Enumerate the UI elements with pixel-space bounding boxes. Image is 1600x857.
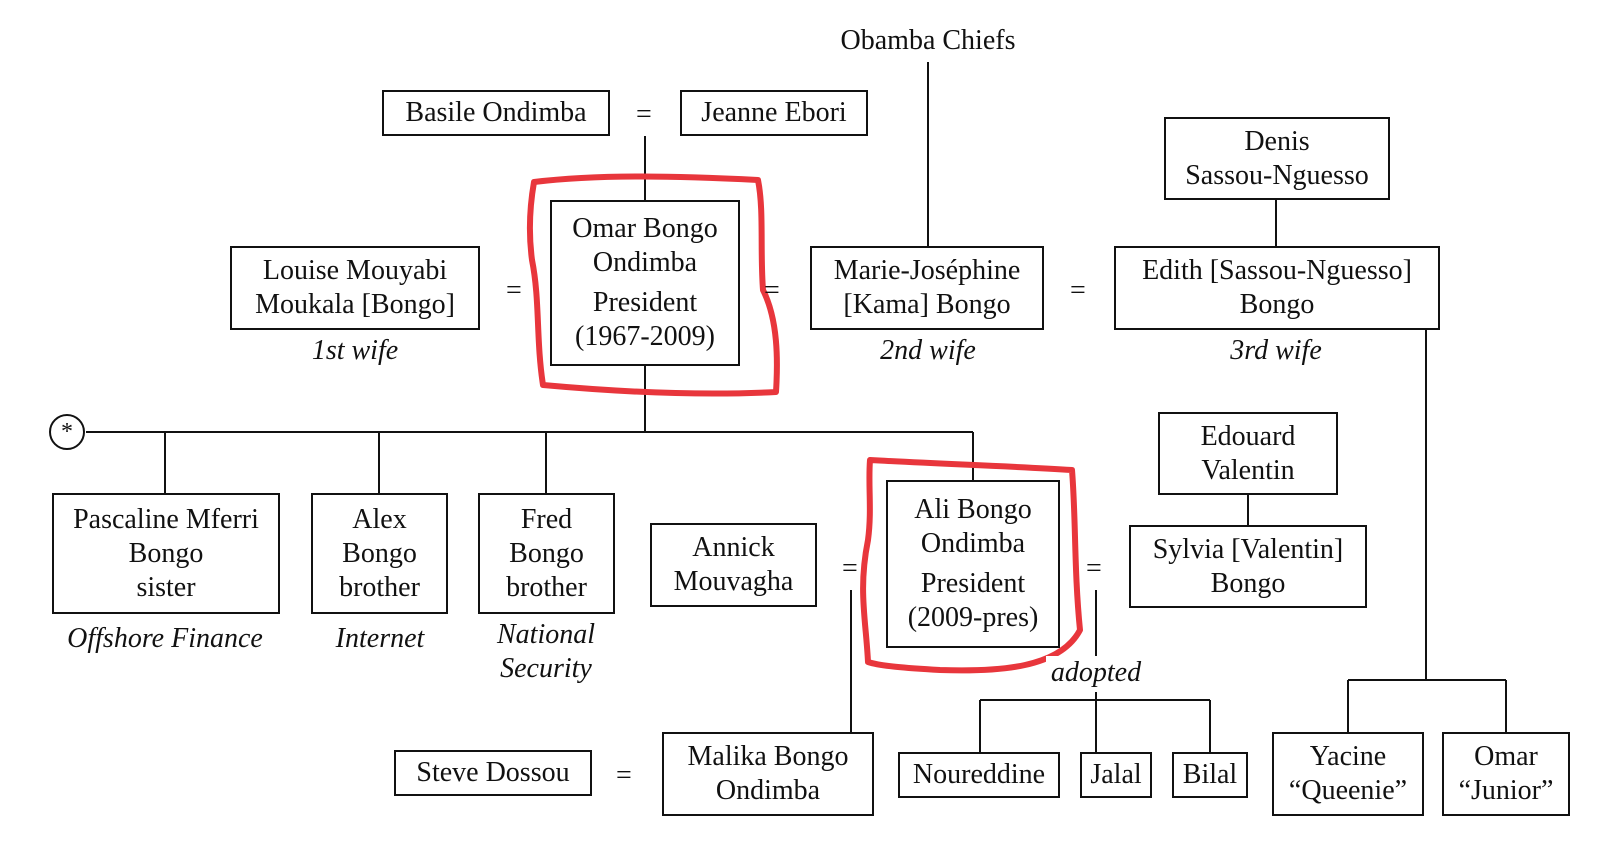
obamba-chiefs-label: Obamba Chiefs bbox=[840, 25, 1016, 56]
person-alex-bongo: Alex Bongo brother bbox=[311, 493, 448, 614]
caption-first-wife: 1st wife bbox=[311, 335, 399, 366]
person-name: Steve Dossou bbox=[416, 757, 570, 788]
person-name-line: Bongo bbox=[128, 537, 204, 569]
person-term: (2009-pres) bbox=[907, 602, 1039, 633]
caption-line: National bbox=[496, 619, 595, 650]
person-bilal: Bilal bbox=[1172, 752, 1248, 798]
person-name-line: Ondimba bbox=[592, 247, 698, 278]
person-name-line: Bongo bbox=[342, 537, 417, 569]
person-relation: brother bbox=[506, 571, 587, 603]
person-name-line: Bongo bbox=[1239, 289, 1315, 320]
person-name-line: Sassou-Nguesso bbox=[1185, 159, 1369, 191]
person-annick-mouvagha: Annick Mouvagha bbox=[650, 523, 817, 607]
person-relation: sister bbox=[136, 571, 196, 603]
person-name-line: Alex bbox=[352, 503, 407, 535]
marriage-omar-marie: = bbox=[764, 275, 780, 306]
person-basile-ondimba: Basile Ondimba bbox=[382, 90, 610, 136]
highlight-ali bbox=[860, 457, 1083, 674]
person-name-line: Omar bbox=[1474, 741, 1538, 772]
person-name-line: Omar Bongo bbox=[572, 213, 718, 244]
person-name: Basile Ondimba bbox=[405, 97, 587, 128]
person-name: Jalal bbox=[1090, 759, 1142, 790]
person-name-line: Bongo bbox=[509, 537, 584, 569]
marriage-annick-ali: = bbox=[842, 553, 858, 584]
asterisk-marker: * bbox=[49, 414, 85, 450]
person-name-line: Ali Bongo bbox=[914, 494, 1032, 525]
person-edouard-valentin: Edouard Valentin bbox=[1158, 412, 1338, 495]
person-name-line: Ondimba bbox=[920, 528, 1026, 559]
person-sylvia-valentin-bongo: Sylvia [Valentin] Bongo bbox=[1129, 525, 1367, 608]
person-edith-sassou-nguesso: Edith [Sassou-Nguesso] Bongo bbox=[1114, 246, 1440, 330]
person-fred-bongo: Fred Bongo brother bbox=[478, 493, 615, 614]
marriage-basile-jeanne: = bbox=[636, 99, 652, 130]
person-name-line: “Junior” bbox=[1458, 775, 1554, 806]
marriage-marie-edith: = bbox=[1070, 275, 1086, 306]
person-louise-mouyabi: Louise Mouyabi Moukala [Bongo] bbox=[230, 246, 480, 330]
person-name-line: Mouvagha bbox=[673, 566, 794, 597]
person-name-line: Yacine bbox=[1309, 741, 1387, 772]
person-jeanne-ebori: Jeanne Ebori bbox=[680, 90, 868, 136]
person-ali-bongo-ondimba: Ali Bongo Ondimba President (2009-pres) bbox=[886, 480, 1060, 648]
person-name-line: Malika Bongo bbox=[687, 741, 849, 772]
person-name-line: Annick bbox=[692, 532, 775, 563]
person-name-line: Denis bbox=[1244, 125, 1310, 157]
caption-offshore-finance: Offshore Finance bbox=[67, 623, 263, 654]
caption-second-wife: 2nd wife bbox=[880, 335, 976, 366]
caption-internet: Internet bbox=[335, 623, 425, 654]
person-name-line: Marie-Joséphine bbox=[833, 255, 1021, 286]
person-pascaline-mferri-bongo: Pascaline Mferri Bongo sister bbox=[52, 493, 280, 614]
person-omar-junior: Omar “Junior” bbox=[1442, 732, 1570, 816]
marriage-ali-sylvia: = bbox=[1086, 553, 1102, 584]
person-noureddine: Noureddine bbox=[898, 752, 1060, 798]
caption-national-security: National Security bbox=[466, 618, 626, 686]
person-term: (1967-2009) bbox=[575, 321, 715, 352]
person-steve-dossou: Steve Dossou bbox=[394, 750, 592, 796]
person-malika-bongo-ondimba: Malika Bongo Ondimba bbox=[662, 732, 874, 816]
marriage-steve-malika: = bbox=[616, 760, 632, 791]
person-jalal: Jalal bbox=[1080, 752, 1152, 798]
person-name-line: Valentin bbox=[1201, 454, 1295, 486]
person-title: President bbox=[920, 568, 1026, 599]
person-denis-sassou-nguesso: Denis Sassou-Nguesso bbox=[1164, 117, 1390, 200]
person-name-line: Louise Mouyabi bbox=[262, 255, 448, 286]
person-name-line: “Queenie” bbox=[1288, 775, 1408, 806]
person-name-line: Bongo bbox=[1210, 567, 1286, 599]
person-title: President bbox=[592, 287, 698, 318]
person-name-line: Edouard bbox=[1200, 420, 1296, 452]
adopted-label: adopted bbox=[1046, 656, 1146, 690]
person-name-line: Pascaline Mferri bbox=[73, 503, 259, 535]
person-name-line: Fred bbox=[520, 503, 573, 535]
person-name-line: Sylvia [Valentin] bbox=[1152, 533, 1344, 565]
person-omar-bongo-ondimba: Omar Bongo Ondimba President (1967-2009) bbox=[550, 200, 740, 366]
marriage-louise-omar: = bbox=[506, 275, 522, 306]
caption-third-wife: 3rd wife bbox=[1230, 335, 1322, 366]
person-name: Jeanne Ebori bbox=[701, 97, 847, 128]
person-name: Bilal bbox=[1182, 759, 1238, 790]
person-name-line: Moukala [Bongo] bbox=[255, 289, 455, 320]
person-yacine-queenie: Yacine “Queenie” bbox=[1272, 732, 1424, 816]
highlight-omar bbox=[526, 173, 780, 397]
caption-line: Security bbox=[500, 653, 592, 684]
person-relation: brother bbox=[339, 571, 420, 603]
person-marie-josephine: Marie-Joséphine [Kama] Bongo bbox=[810, 246, 1044, 330]
person-name: Noureddine bbox=[912, 759, 1046, 790]
person-name-line: Edith [Sassou-Nguesso] bbox=[1142, 255, 1412, 286]
person-name-line: Ondimba bbox=[715, 775, 821, 806]
person-name-line: [Kama] Bongo bbox=[843, 289, 1011, 320]
